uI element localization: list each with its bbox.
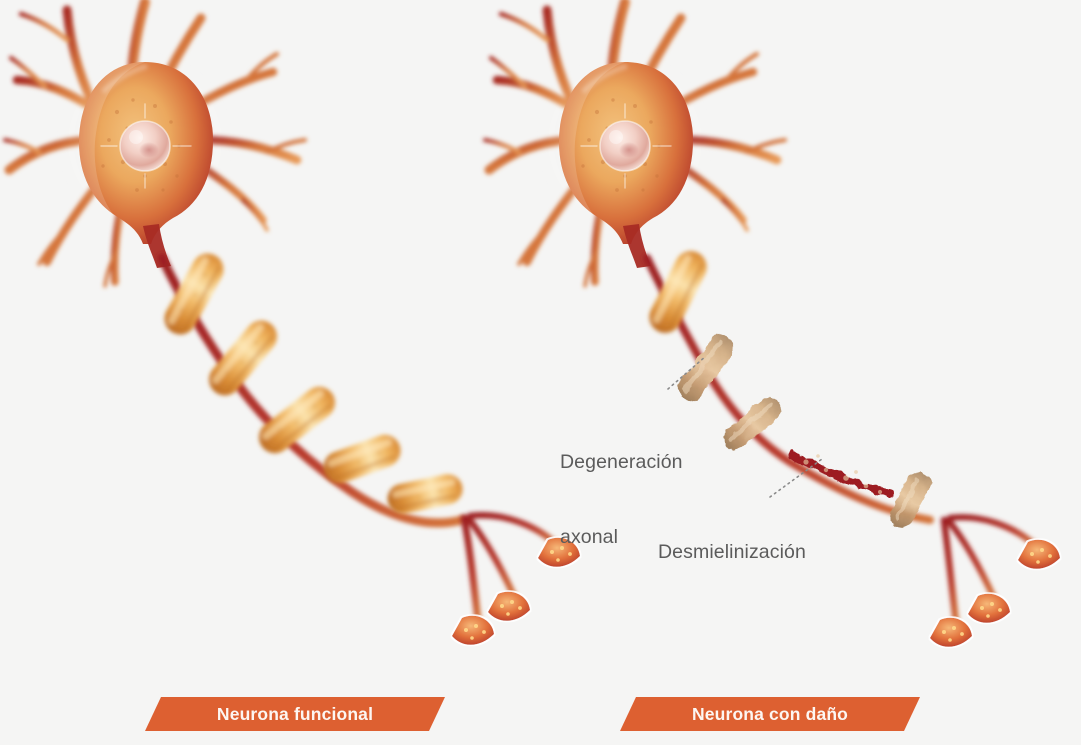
axon-terminals-damaged bbox=[940, 514, 1040, 626]
annotation-line-2: axonal bbox=[560, 526, 619, 548]
terminal-buttons-damaged bbox=[930, 539, 1060, 647]
annotation-line-1: Degeneración bbox=[560, 451, 683, 473]
myelin-debris bbox=[803, 454, 883, 495]
axon-terminals-healthy bbox=[460, 512, 560, 624]
banner-neurona-con-dano: Neurona con daño bbox=[620, 697, 920, 731]
banner-neurona-funcional: Neurona funcional bbox=[145, 697, 445, 731]
banner-label: Neurona funcional bbox=[216, 703, 374, 724]
damaged-neuron bbox=[485, 2, 1060, 647]
annotation-degeneracion-axonal: Degeneración axonal bbox=[560, 400, 683, 600]
annotation-line-1: Desmielinización bbox=[658, 541, 806, 563]
annotation-desmielinizacion: Desmielinización bbox=[658, 490, 806, 615]
banner-label: Neurona con daño bbox=[691, 703, 849, 724]
myelin-sheath-healthy bbox=[164, 253, 463, 514]
terminal-buttons-healthy bbox=[452, 537, 580, 645]
leader-desmielinizacion bbox=[769, 458, 823, 498]
myelin-intact-damaged bbox=[649, 251, 707, 333]
healthy-neuron bbox=[5, 2, 580, 645]
degraded-myelin bbox=[678, 334, 931, 528]
